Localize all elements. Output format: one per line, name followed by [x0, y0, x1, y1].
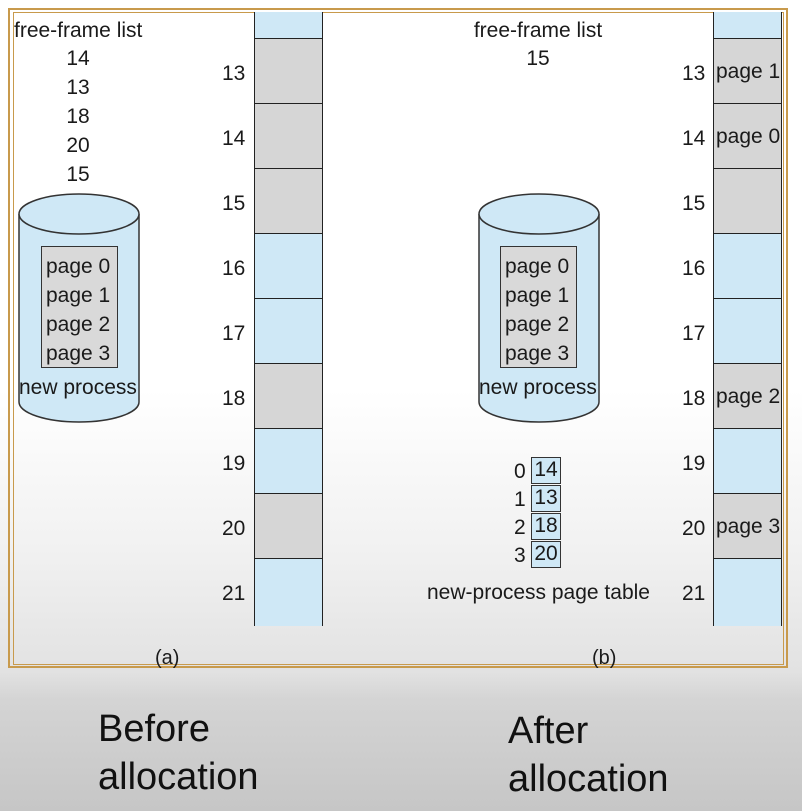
memory-frame-13: page 1: [714, 38, 781, 104]
page-table-index: 1: [514, 488, 526, 511]
memory-frame-21: [714, 558, 781, 626]
memory-frame-13: [255, 38, 322, 104]
memory-frame-19: [714, 428, 781, 494]
page-label: page 2: [505, 313, 570, 336]
frame-number: 17: [682, 322, 706, 345]
figure-outer-border: [8, 8, 788, 668]
before-allocation-caption: Before allocation: [98, 705, 259, 801]
free-frame-entry: 14: [66, 47, 90, 70]
frame-number: 13: [682, 62, 706, 85]
frame-number: 16: [222, 257, 246, 280]
memory-frame-16: [714, 233, 781, 299]
memory-frame-20: [255, 493, 322, 559]
memory-frame-16: [255, 233, 322, 299]
frame-content-label: page 1: [716, 59, 781, 83]
page-label: page 1: [505, 284, 570, 307]
page-table-index: 0: [514, 460, 526, 483]
page-label: page 2: [46, 313, 111, 336]
frame-number: 18: [222, 387, 246, 410]
page-table-entry: 20: [531, 541, 561, 568]
page-table-index: 3: [514, 544, 526, 567]
frame-number: 20: [682, 517, 706, 540]
memory-frame-17: [255, 298, 322, 364]
frame-number: 15: [222, 192, 246, 215]
frame-number: 17: [222, 322, 246, 345]
free-frame-entry: 18: [66, 105, 90, 128]
free-frame-entry: 15: [526, 47, 550, 70]
panel-label-a: (a): [155, 647, 180, 669]
memory-frame-top: [255, 12, 322, 40]
memory-frame-top: [714, 12, 781, 40]
frame-number: 21: [222, 582, 246, 605]
page-table-entry: 14: [531, 457, 561, 484]
frame-number: 20: [222, 517, 246, 540]
new-process-label: new process: [479, 376, 597, 399]
free-frame-entry: 20: [66, 134, 90, 157]
memory-frame-18: page 2: [714, 363, 781, 429]
panel-label-b: (b): [592, 647, 617, 669]
page-table-entry: 13: [531, 485, 561, 512]
memory-frame-15: [255, 168, 322, 234]
page-label: page 3: [46, 342, 111, 365]
frame-number: 15: [682, 192, 706, 215]
page-table-caption: new-process page table: [427, 581, 650, 604]
frame-content-label: page 3: [716, 514, 781, 538]
page-label: page 0: [505, 255, 570, 278]
memory-frame-14: page 0: [714, 103, 781, 169]
physical-memory-column: [254, 12, 323, 626]
page-label: page 1: [46, 284, 111, 307]
process-pages-box: [41, 246, 118, 368]
frame-number: 19: [682, 452, 706, 475]
frame-content-label: page 2: [716, 384, 781, 408]
caption-line: allocation: [98, 756, 259, 798]
free-frame-entry: 15: [66, 163, 90, 186]
memory-frame-17: [714, 298, 781, 364]
memory-frame-18: [255, 363, 322, 429]
frame-number: 19: [222, 452, 246, 475]
frame-number: 16: [682, 257, 706, 280]
memory-frame-15: [714, 168, 781, 234]
page-table-index: 2: [514, 516, 526, 539]
frame-number: 14: [682, 127, 706, 150]
caption-line: After: [508, 710, 589, 752]
memory-frame-14: [255, 103, 322, 169]
caption-line: Before: [98, 708, 210, 750]
page-label: page 3: [505, 342, 570, 365]
figure-inner-border: [13, 12, 784, 665]
memory-frame-20: page 3: [714, 493, 781, 559]
memory-frame-19: [255, 428, 322, 494]
free-frame-list-title: free-frame list: [473, 19, 603, 42]
frame-number: 18: [682, 387, 706, 410]
frame-number: 13: [222, 62, 246, 85]
process-pages-box: [500, 246, 577, 368]
frame-number: 14: [222, 127, 246, 150]
caption-line: allocation: [508, 758, 669, 800]
free-frame-list-title: free-frame list: [14, 19, 143, 42]
page-label: page 0: [46, 255, 111, 278]
frame-number: 21: [682, 582, 706, 605]
page-table-entry: 18: [531, 513, 561, 540]
frame-content-label: page 0: [716, 124, 781, 148]
physical-memory-column: page 1 page 0 page 2 page 3: [713, 12, 782, 626]
new-process-label: new process: [19, 376, 137, 399]
free-frame-entry: 13: [66, 76, 90, 99]
after-allocation-caption: After allocation: [508, 707, 669, 803]
memory-frame-21: [255, 558, 322, 626]
